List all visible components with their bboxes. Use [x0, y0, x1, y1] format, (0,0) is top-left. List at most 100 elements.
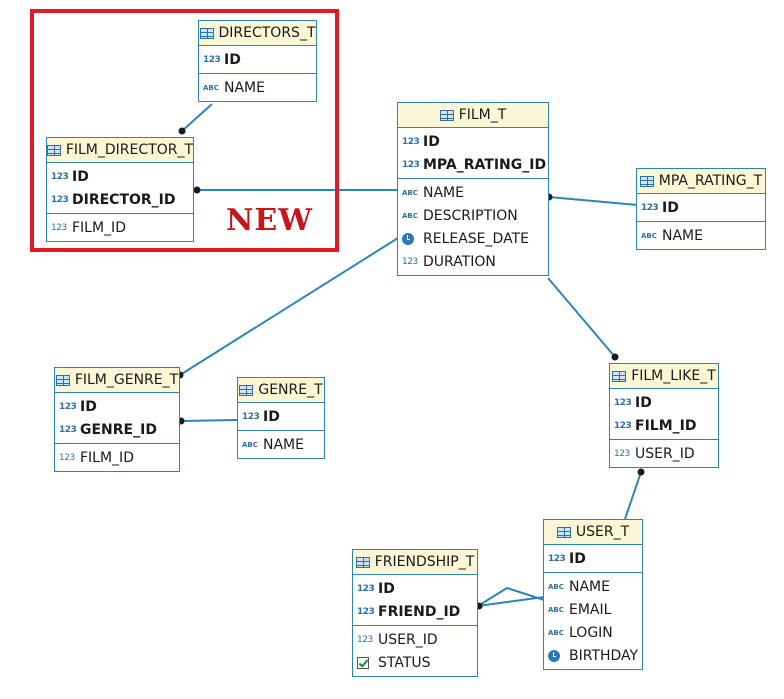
numeric-type-icon: 123: [51, 222, 67, 233]
column[interactable]: ABC NAME: [398, 181, 548, 204]
column-name: ID: [569, 550, 586, 567]
entity-header[interactable]: DIRECTORS_T: [199, 21, 316, 46]
entity-header[interactable]: USER_T: [544, 520, 642, 545]
entity-title: FILM_DIRECTOR_T: [65, 142, 193, 158]
entity-title: GENRE_T: [258, 382, 323, 398]
column-name: USER_ID: [378, 631, 438, 648]
link-film-film-genre: [179, 237, 399, 376]
link-friendship-user: [477, 586, 545, 607]
boolean-type-icon: [357, 656, 369, 669]
date-type-icon: [548, 649, 560, 662]
column[interactable]: STATUS: [353, 651, 477, 674]
entity-header[interactable]: FILM_T: [398, 103, 548, 128]
column[interactable]: ABC NAME: [544, 575, 642, 598]
numeric-type-icon: 123: [242, 411, 260, 422]
column-name: ID: [378, 580, 395, 597]
column-name: EMAIL: [569, 601, 612, 618]
entity-header[interactable]: FILM_LIKE_T: [610, 364, 718, 389]
entity-title: DIRECTORS_T: [218, 25, 316, 41]
column-name: ID: [423, 133, 440, 150]
link-film-film-like: [547, 277, 616, 358]
text-type-icon: ABC: [402, 188, 418, 197]
column[interactable]: RELEASE_DATE: [398, 227, 548, 250]
column[interactable]: 123 USER_ID: [353, 628, 477, 651]
column-name: RELEASE_DATE: [423, 230, 529, 247]
link-film-mpa-rating: [548, 196, 638, 206]
numeric-type-icon: 123: [614, 420, 632, 431]
table-icon: [639, 175, 654, 187]
text-type-icon: ABC: [548, 628, 564, 637]
column-name: USER_ID: [635, 445, 695, 462]
numeric-type-icon: 123: [357, 634, 373, 645]
link-end-dot: [178, 127, 186, 135]
column-name: NAME: [423, 184, 464, 201]
entity-header[interactable]: FRIENDSHIP_T: [353, 550, 477, 575]
entity-title: FILM_T: [458, 107, 507, 123]
numeric-type-icon: 123: [59, 424, 77, 435]
text-type-icon: ABC: [242, 440, 258, 449]
entity-header[interactable]: MPA_RATING_T: [637, 169, 765, 194]
column-name: DESCRIPTION: [423, 207, 518, 224]
column-name: ID: [635, 394, 652, 411]
text-type-icon: ABC: [548, 582, 564, 591]
column[interactable]: ABC LOGIN: [544, 621, 642, 644]
text-type-icon: ABC: [203, 83, 219, 92]
column-name: NAME: [569, 578, 610, 595]
entity-header[interactable]: GENRE_T: [238, 378, 324, 403]
column-name: LOGIN: [569, 624, 613, 641]
entity-header[interactable]: FILM_GENRE_T: [55, 368, 179, 393]
column[interactable]: BIRTHDAY: [544, 644, 642, 667]
column-name: DIRECTOR_ID: [72, 191, 176, 208]
table-icon: [355, 556, 370, 568]
link-end-dot: [193, 186, 201, 194]
numeric-type-icon: 123: [51, 171, 69, 182]
column-name: ID: [662, 199, 679, 216]
column-name: FILM_ID: [635, 417, 697, 434]
column-name: NAME: [662, 227, 703, 244]
column-name: FILM_ID: [80, 449, 134, 466]
entity-header[interactable]: FILM_DIRECTOR_T: [47, 138, 193, 163]
table-icon: [239, 384, 254, 396]
